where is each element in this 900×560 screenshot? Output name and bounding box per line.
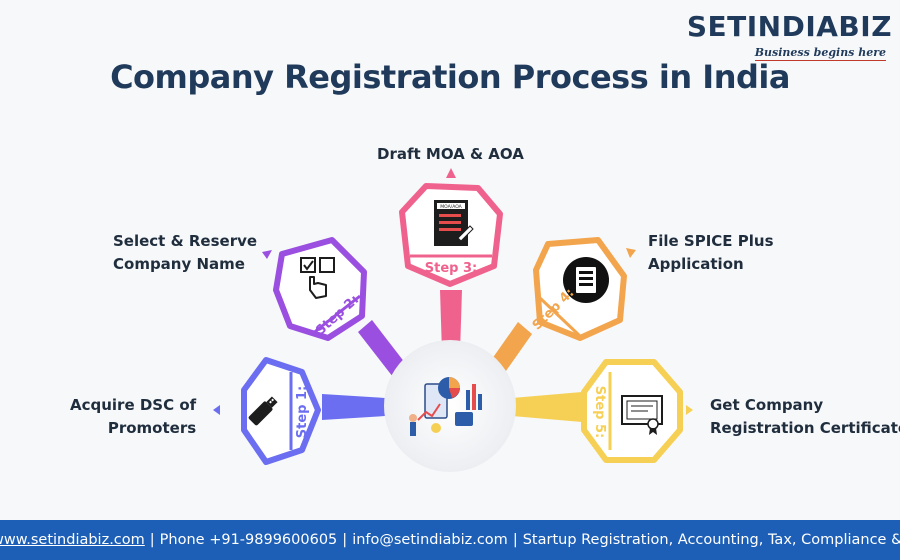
pointer-step-1	[213, 405, 220, 415]
brand-logo: SETINDIABIZ Business begins here	[687, 6, 892, 62]
footer-email: info@setindiabiz.com	[352, 532, 508, 548]
footer-separator: |	[342, 532, 348, 548]
step-2-text-line-2: Company Name	[113, 255, 245, 273]
footer-separator: |	[512, 532, 518, 548]
footer-separator: |	[149, 532, 155, 548]
footer-phone: Phone +91-9899600605	[159, 532, 338, 548]
step-2-text: Select & Reserve Company Name	[113, 230, 257, 276]
document-icon: MOA/AOA	[434, 200, 474, 246]
step-3-node: MOA/AOA	[399, 183, 503, 287]
step-1-text-line-1: Acquire DSC of	[70, 396, 197, 414]
brand-tagline: Business begins here	[754, 46, 886, 61]
footer-website-link[interactable]: www.setindiabiz.com	[0, 532, 145, 548]
click-select-icon	[300, 257, 335, 299]
step-1-text: Acquire DSC of Promoters	[70, 394, 196, 440]
brand-name: SETINDIABIZ	[686, 10, 892, 43]
step-5-text-line-1: Get Company	[710, 396, 824, 414]
step-5-label: Step 5:	[592, 386, 607, 438]
step-1-text-line-2: Promoters	[107, 419, 197, 437]
pointer-step-3	[446, 168, 456, 178]
page-title: Company Registration Process in India	[110, 58, 790, 96]
pointer-step-5	[686, 405, 693, 415]
pointer-step-4	[626, 248, 636, 258]
step-3-label: Step 3:	[425, 261, 477, 276]
step-2-text-line-1: Select & Reserve	[113, 232, 258, 250]
step-5-text: Get Company Registration Certificate	[710, 394, 900, 440]
step-3-text: Draft MOA & AOA	[377, 143, 524, 166]
step-4-text-line-1: File SPICE Plus	[648, 232, 774, 250]
business-analytics-icon	[409, 377, 482, 436]
footer-bar: www.setindiabiz.com | Phone +91-98996006…	[0, 520, 900, 560]
center-hub	[384, 340, 516, 472]
connector-step-5	[512, 392, 582, 422]
step-1-label: Step 1:	[295, 386, 310, 438]
connector-step-1	[322, 394, 385, 420]
step-2-node	[273, 237, 367, 341]
certificate-icon	[621, 395, 663, 435]
step-4-text: File SPICE Plus Application	[648, 230, 774, 276]
step-5-text-line-2: Registration Certificate	[710, 419, 900, 437]
step-3-text-line-1: Draft MOA & AOA	[377, 145, 524, 163]
footer-services: Startup Registration, Accounting, Tax, C…	[522, 532, 900, 548]
document-caption: MOA/AOA	[440, 204, 462, 210]
step-4-text-line-2: Application	[648, 255, 744, 273]
file-list-icon	[563, 257, 609, 303]
connector-step-3	[440, 290, 462, 353]
step-4-node	[533, 237, 627, 341]
step-1-node	[241, 357, 321, 465]
pointer-step-2	[262, 250, 272, 259]
step-5-node	[581, 359, 683, 463]
